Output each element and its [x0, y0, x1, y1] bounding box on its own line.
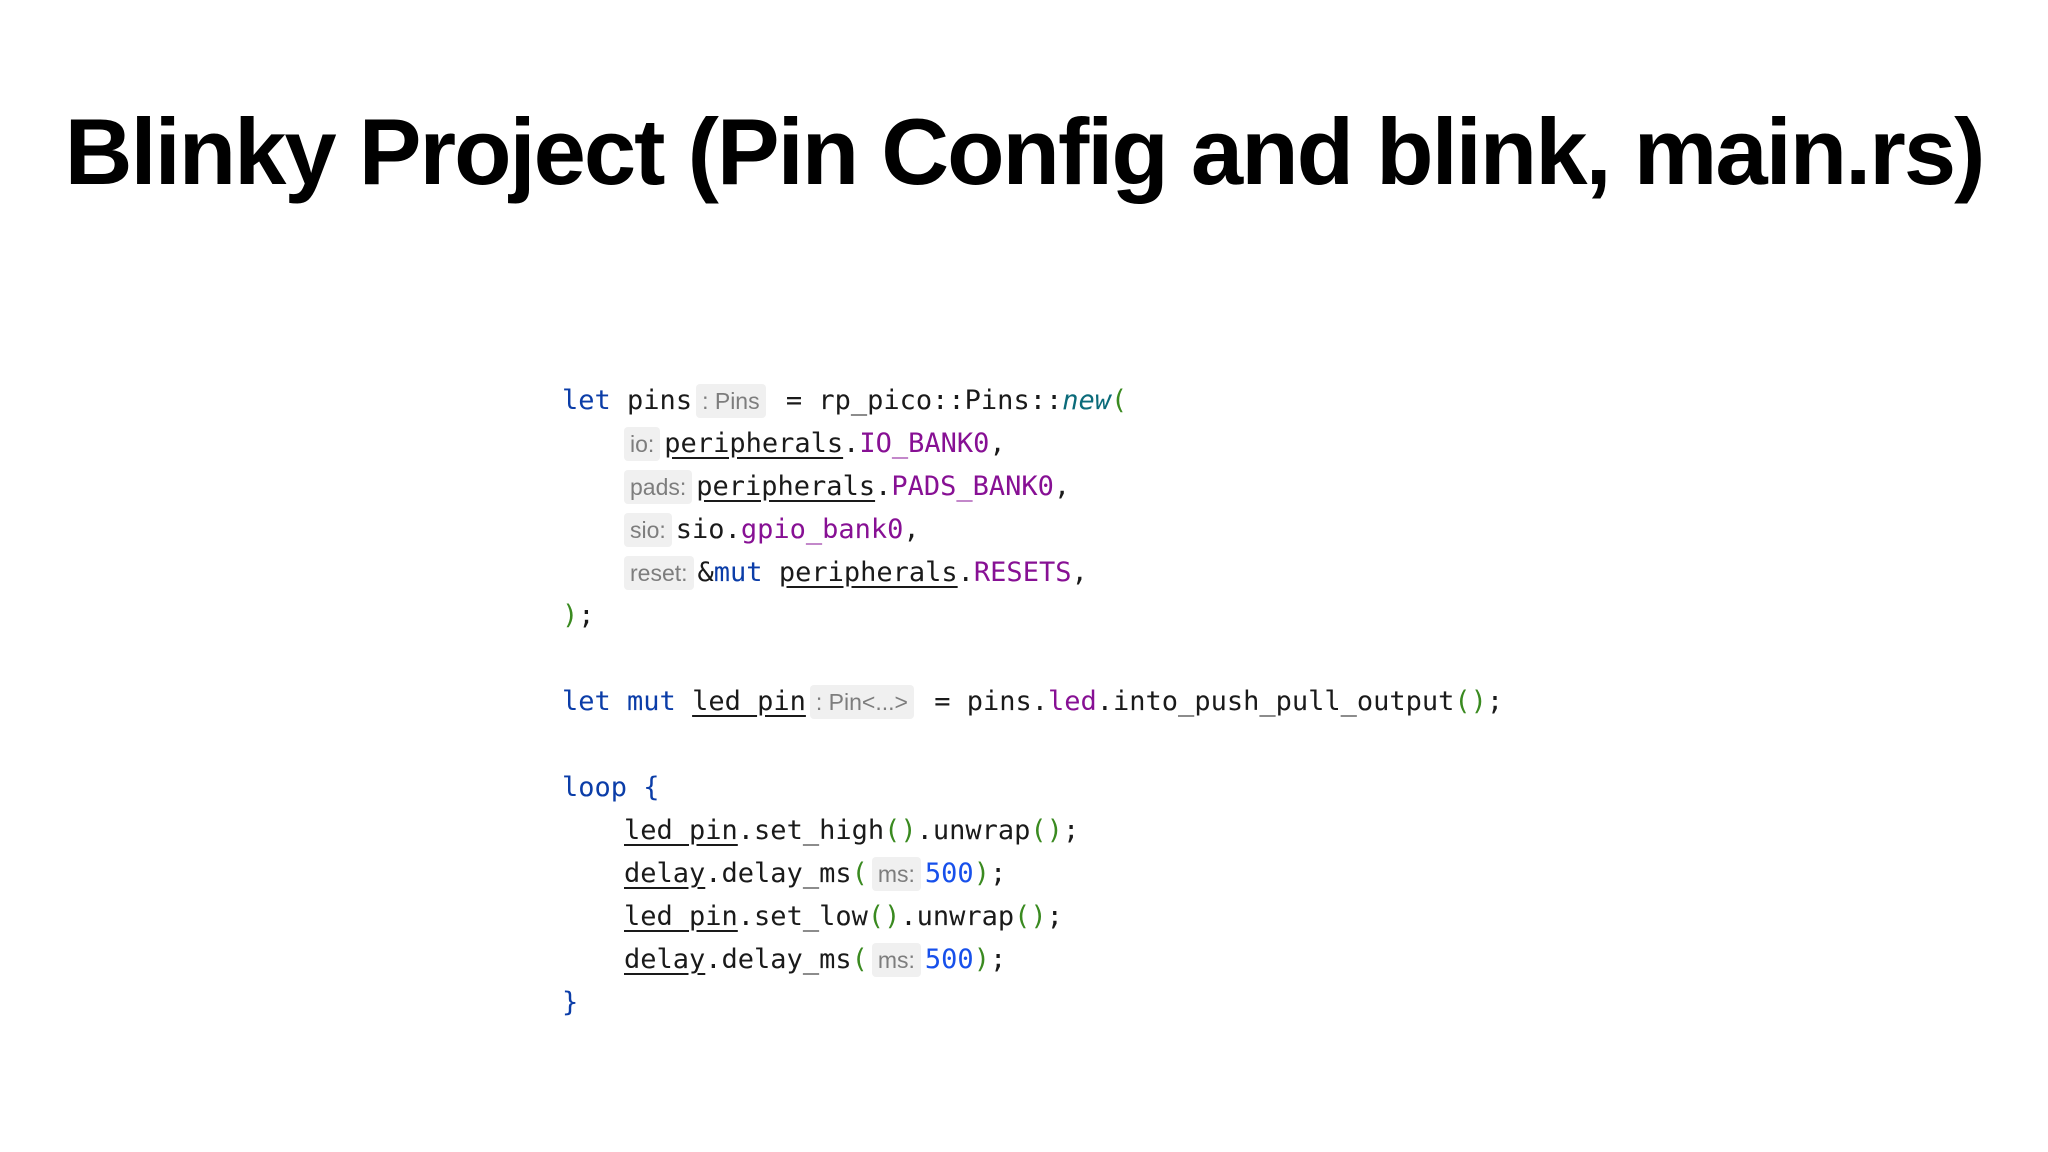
code-line-12: delay.delay_ms(ms:500); [562, 852, 1503, 895]
code-line-5: reset:&mut peripherals.RESETS, [562, 551, 1503, 594]
open-brace: { [643, 772, 660, 803]
parens: () [1014, 901, 1047, 932]
object-sio: sio [675, 514, 725, 545]
field-gpio-bank0: gpio_bank0 [740, 514, 904, 545]
variable-led-pin: led_pin [692, 686, 806, 717]
close-brace: } [562, 987, 579, 1018]
code-line-4: sio:sio.gpio_bank0, [562, 508, 1503, 551]
code-line-15: } [562, 981, 1503, 1024]
code-text: = rp_pico::Pins:: [769, 385, 1063, 416]
field-led: led [1048, 686, 1097, 717]
param-hint-pads: pads: [624, 469, 693, 504]
object-delay: delay [624, 944, 706, 975]
code-line-3: pads:peripherals.PADS_BANK0, [562, 465, 1503, 508]
param-hint-reset: reset: [624, 555, 694, 590]
field-resets: RESETS [973, 557, 1072, 588]
code-text: = pins. [917, 686, 1048, 717]
object-led-pin: led_pin [624, 815, 738, 846]
code-line-10: loop { [562, 766, 1503, 809]
code-line-6: ); [562, 594, 1503, 637]
field-io-bank0: IO_BANK0 [859, 428, 990, 459]
code-text: .set_high [737, 815, 885, 846]
number-literal: 500 [924, 858, 974, 889]
keyword-mut: mut [713, 557, 763, 588]
code-text: .delay_ms [705, 858, 852, 889]
field-pads-bank0: PADS_BANK0 [891, 471, 1054, 502]
blank-line [562, 637, 1503, 680]
param-hint-ms: ms: [871, 942, 921, 977]
code-text: .unwrap [916, 815, 1031, 846]
number-literal: 500 [924, 944, 974, 975]
code-text: .set_low [737, 901, 868, 932]
type-hint-pin: : Pin<...> [809, 684, 914, 719]
parens: () [867, 901, 901, 932]
object-peripherals: peripherals [664, 428, 844, 459]
keyword-loop: loop [562, 772, 628, 803]
param-hint-sio: sio: [624, 512, 672, 547]
open-paren: ( [1111, 385, 1128, 416]
object-peripherals: peripherals [696, 471, 876, 502]
object-led-pin: led_pin [624, 901, 738, 932]
type-hint-pins: : Pins [696, 383, 766, 418]
slide-title: Blinky Project (Pin Config and blink, ma… [64, 99, 1986, 204]
function-new: new [1062, 385, 1111, 416]
blank-line [562, 723, 1503, 766]
open-paren: ( [851, 944, 868, 975]
open-paren: ( [851, 858, 868, 889]
parens: () [1454, 686, 1487, 717]
close-paren: ) [973, 858, 990, 889]
keyword-mut: mut [627, 686, 676, 717]
variable-pins: pins [627, 385, 693, 416]
keyword-let: let [562, 385, 611, 416]
code-line-2: io:peripherals.IO_BANK0, [562, 422, 1503, 465]
object-delay: delay [624, 858, 706, 889]
code-line-1: let pins: Pins = rp_pico::Pins::new( [562, 379, 1503, 422]
parens: () [1030, 815, 1063, 846]
param-hint-io: io: [624, 426, 661, 461]
code-text: .into_push_pull_output [1096, 686, 1455, 717]
code-line-8: let mut led_pin: Pin<...> = pins.led.int… [562, 680, 1503, 723]
code-text: .unwrap [900, 901, 1015, 932]
close-paren: ) [973, 944, 990, 975]
parens: () [884, 815, 917, 846]
keyword-let: let [562, 686, 611, 717]
code-line-11: led_pin.set_high().unwrap(); [562, 809, 1503, 852]
code-line-13: led_pin.set_low().unwrap(); [562, 895, 1503, 938]
code-text: .delay_ms [705, 944, 852, 975]
param-hint-ms: ms: [871, 856, 921, 891]
code-line-14: delay.delay_ms(ms:500); [562, 938, 1503, 981]
code-block: let pins: Pins = rp_pico::Pins::new( io:… [562, 379, 1503, 1024]
object-peripherals: peripherals [778, 557, 958, 588]
close-paren: ) [562, 600, 579, 631]
